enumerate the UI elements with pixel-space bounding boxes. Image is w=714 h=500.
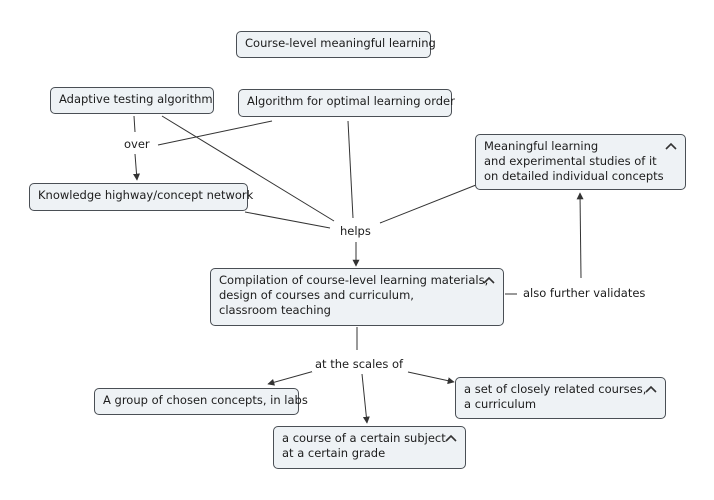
connector-optimal-helps	[347, 120, 354, 219]
link-label-helps: helps	[337, 224, 374, 239]
node-algorithm-optimal-learning-order[interactable]: Algorithm for optimal learning order	[238, 89, 455, 117]
node-label-line: and experimental studies of it	[484, 154, 657, 168]
chevron-up-icon[interactable]	[445, 432, 457, 444]
node-adaptive-testing-algorithm[interactable]: Adaptive testing algorithm	[50, 87, 214, 114]
connector-adaptive-helps	[161, 115, 335, 222]
connector-scales-course	[361, 373, 370, 424]
node-course-of-certain-subject[interactable]: a course of a certain subject at a certa…	[273, 426, 466, 469]
node-label-line: design of courses and curriculum,	[219, 288, 414, 302]
node-label-line: a course of a certain subject	[282, 431, 446, 445]
node-label: Course-level meaningful learning	[245, 36, 436, 50]
connector-meaningful-helps	[379, 182, 482, 224]
connector-over-highway	[133, 153, 141, 181]
node-group-of-chosen-concepts[interactable]: A group of chosen concepts, in labs	[94, 388, 308, 415]
link-label-at-the-scales-of: at the scales of	[312, 357, 407, 372]
connector-adaptive-over	[133, 115, 136, 133]
connector-highway-helps	[244, 211, 331, 229]
chevron-up-icon[interactable]	[645, 383, 657, 395]
node-label-line: on detailed individual concepts	[484, 169, 664, 183]
node-label-line: at a certain grade	[282, 446, 386, 460]
node-course-level-meaningful-learning[interactable]: Course-level meaningful learning	[236, 31, 436, 58]
node-closely-related-courses[interactable]: a set of closely related courses, a curr…	[455, 377, 666, 419]
node-label: Adaptive testing algorithm	[59, 92, 213, 106]
connector-scales-group	[267, 369, 319, 386]
node-label-line: Compilation of course-level learning mat…	[219, 273, 489, 287]
node-label: Knowledge highway/concept network	[38, 188, 254, 202]
node-meaningful-learning[interactable]: Meaningful learning and experimental stu…	[475, 134, 686, 190]
chevron-up-icon[interactable]	[483, 274, 495, 286]
connector-scales-related	[407, 371, 455, 385]
connector-validates-meaningful	[576, 192, 584, 279]
node-label-line: classroom teaching	[219, 303, 331, 317]
connector-optimal-over	[157, 120, 273, 146]
node-label: Algorithm for optimal learning order	[247, 94, 455, 108]
node-label-line: a set of closely related courses,	[464, 382, 647, 396]
link-label-also-further-validates: also further validates	[520, 286, 649, 301]
chevron-up-icon[interactable]	[665, 140, 677, 152]
link-label-over: over	[121, 137, 153, 152]
node-label-line: Meaningful learning	[484, 139, 599, 153]
node-label-line: a curriculum	[464, 397, 537, 411]
node-knowledge-highway[interactable]: Knowledge highway/concept network	[29, 183, 253, 211]
node-compilation[interactable]: Compilation of course-level learning mat…	[210, 268, 504, 326]
node-label: A group of chosen concepts, in labs	[103, 393, 308, 407]
